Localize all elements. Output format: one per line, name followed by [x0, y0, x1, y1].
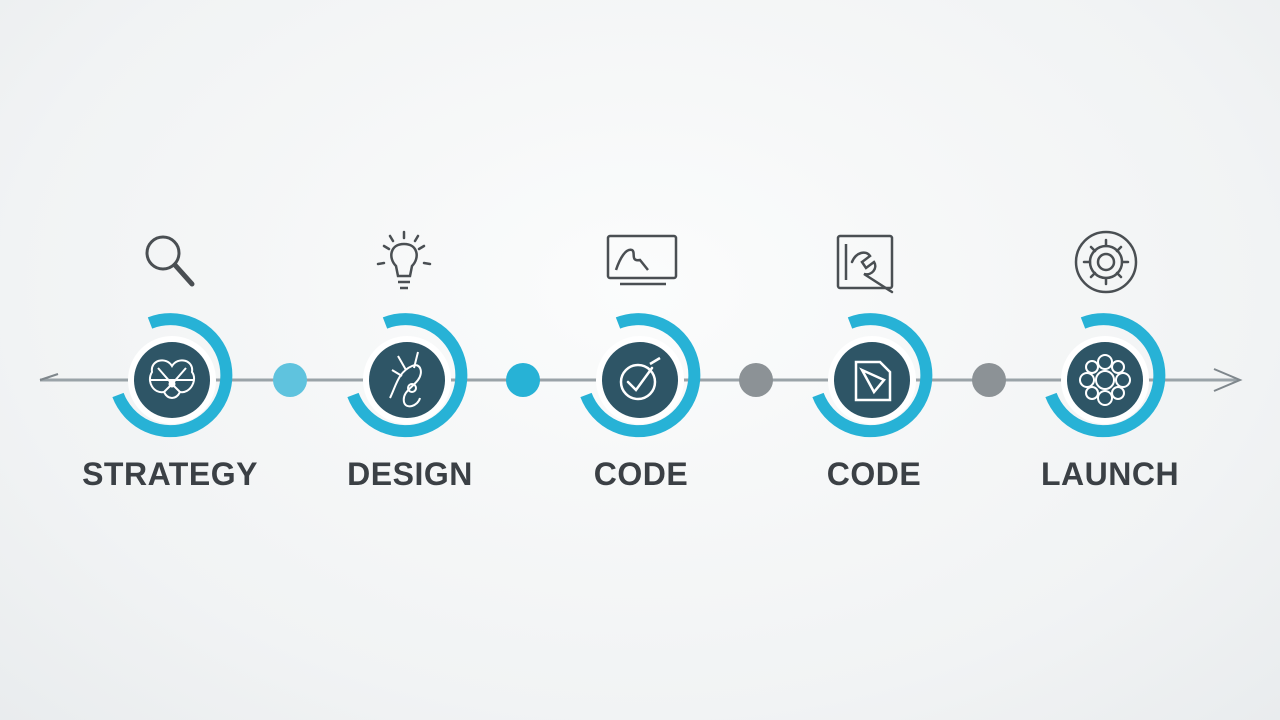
magnifier-icon	[145, 235, 195, 287]
document-edit-icon	[854, 360, 892, 402]
step-3-center-disc	[602, 342, 678, 418]
connector-dot-1	[273, 363, 307, 397]
step-label-code-2: CODE	[826, 456, 922, 492]
step-2-center-disc	[369, 342, 445, 418]
step-code-2	[812, 234, 933, 438]
step-launch	[1045, 230, 1166, 438]
step-label-strategy: STRATEGY	[82, 456, 258, 492]
step-code-1	[580, 234, 701, 438]
monitor-icon	[606, 234, 678, 286]
step-design	[347, 230, 468, 438]
step-2-progress-ring	[347, 313, 468, 438]
step-strategy	[112, 235, 233, 438]
network-brain-icon	[148, 359, 196, 399]
timeline-start-arrow-icon	[39, 373, 59, 381]
connector-dot-2	[506, 363, 540, 397]
step-1-progress-ring	[112, 313, 233, 438]
step-3-progress-ring	[580, 313, 701, 438]
flower-gear-icon	[1079, 354, 1131, 406]
timeline-end-arrow-icon	[1213, 368, 1243, 392]
wrench-document-icon	[836, 234, 894, 294]
step-5-progress-ring	[1045, 313, 1166, 438]
lightbulb-icon	[376, 230, 432, 290]
step-label-launch: LAUNCH	[1040, 456, 1180, 492]
check-badge-icon	[619, 356, 661, 401]
step-label-design: DESIGN	[347, 456, 473, 492]
sketch-icon	[389, 351, 422, 408]
gear-icon	[1074, 230, 1138, 294]
step-4-center-disc	[834, 342, 910, 418]
step-label-code-1: CODE	[593, 456, 689, 492]
step-5-center-disc	[1067, 342, 1143, 418]
step-4-progress-ring	[812, 313, 933, 438]
connector-dot-3	[739, 363, 773, 397]
connector-dot-4	[972, 363, 1006, 397]
